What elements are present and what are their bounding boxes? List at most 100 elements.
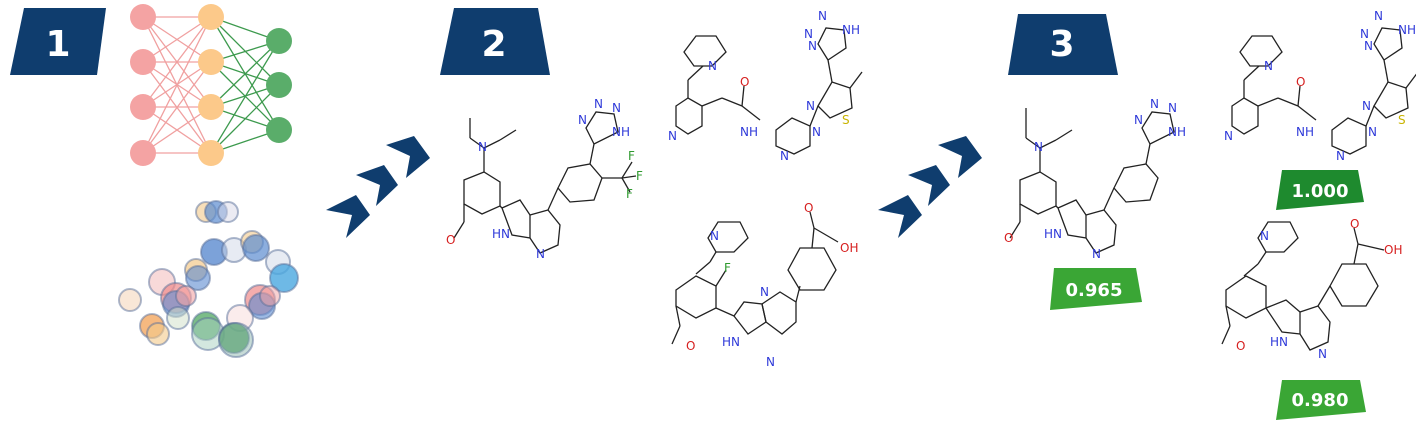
nn-output-node: [266, 28, 292, 54]
atom-label-nh: NH: [612, 125, 630, 139]
atom-label-n: N: [1336, 149, 1345, 163]
latent-space-scatter-icon: [118, 200, 299, 358]
molecule-pyrrolopyridine-acid: N O HN N O OH: [1221, 217, 1402, 361]
nn-hidden-node: [198, 94, 224, 120]
score-badge-0965: 0.965: [1050, 268, 1142, 310]
atom-label-nh: NH: [740, 125, 758, 139]
atom-label-nh: NH: [1168, 125, 1186, 139]
scatter-point: [217, 201, 239, 223]
atom-label-o: O: [1296, 75, 1305, 89]
score-value: 0.980: [1292, 390, 1349, 411]
scatter-point: [166, 306, 190, 330]
step-number-1: 1: [45, 24, 70, 65]
neural-network-icon: [130, 4, 292, 166]
atom-label-hn: HN: [1270, 335, 1288, 349]
atom-label-f: F: [724, 261, 731, 275]
nn-edge: [210, 40, 280, 154]
step-badge-2: 2: [440, 8, 550, 75]
nn-edge: [210, 40, 280, 108]
atom-label-n: N: [1168, 101, 1177, 115]
atom-label-nh: NH: [842, 23, 860, 37]
process-arrow-2: [878, 136, 982, 238]
atom-label-n: N: [766, 355, 775, 369]
nn-input-node: [130, 4, 156, 30]
atom-label-hn: HN: [722, 335, 740, 349]
atom-label-n: N: [1368, 125, 1377, 139]
atom-label-n: N: [806, 99, 815, 113]
molecule-thiazole-tetrazole-copy: N N O NH N N N S N N N NH: [1224, 9, 1416, 163]
step-badge-1: 1: [10, 8, 106, 75]
nn-hidden-node: [198, 49, 224, 75]
atom-label-n: N: [804, 27, 813, 41]
scatter-point: [269, 263, 299, 293]
nn-hidden-node: [198, 4, 224, 30]
atom-label-n: N: [1224, 129, 1233, 143]
atom-label-n: N: [1134, 113, 1143, 127]
atom-label-n: N: [1374, 9, 1383, 23]
atom-label-n: N: [1260, 229, 1269, 243]
scatter-point: [242, 234, 270, 262]
atom-label-n: N: [594, 97, 603, 111]
atom-label-n: N: [1364, 39, 1373, 53]
atom-label-n: N: [708, 59, 717, 73]
atom-label-s: S: [1398, 113, 1406, 127]
nn-input-node: [130, 140, 156, 166]
score-badge-0980: 0.980: [1276, 380, 1366, 420]
atom-label-n: N: [780, 149, 789, 163]
scatter-point: [185, 265, 211, 291]
nn-edge: [142, 16, 212, 154]
step-badge-3: 3: [1008, 14, 1118, 75]
molecule-thiazole-tetrazole: N N O NH N N N S N N N NH: [668, 9, 863, 163]
nn-output-node: [266, 72, 292, 98]
atom-label-n: N: [1360, 27, 1369, 41]
atom-label-n: N: [1034, 140, 1043, 154]
atom-label-o: O: [1236, 339, 1245, 353]
atom-label-n: N: [1318, 347, 1327, 361]
nn-edge: [142, 16, 212, 108]
atom-label-n: N: [578, 113, 587, 127]
atom-label-n: N: [1264, 59, 1273, 73]
molecule-imidazopyridine-acid: N F O HN N N O OH: [671, 201, 858, 369]
nn-edge: [210, 84, 280, 154]
atom-label-o: O: [740, 75, 749, 89]
atom-label-n: N: [668, 129, 677, 143]
atom-label-hn: HN: [1044, 227, 1062, 241]
nn-edge: [142, 106, 212, 154]
scatter-point: [118, 288, 142, 312]
nn-input-node: [130, 94, 156, 120]
atom-label-n: N: [1362, 99, 1371, 113]
atom-label-f: F: [626, 187, 633, 201]
scatter-point: [218, 322, 254, 358]
atom-label-n: N: [1150, 97, 1159, 111]
atom-label-n: N: [1092, 247, 1101, 261]
atom-label-n: N: [536, 247, 545, 261]
atom-label-n: N: [818, 9, 827, 23]
step-number-2: 2: [481, 24, 506, 65]
nn-input-node: [130, 49, 156, 75]
molecule-phenyl-tetrazole: N O HN N N N N NH: [1004, 97, 1186, 261]
molecule-cf3-tetrazole: N O HN N N N N NH F F F: [446, 97, 643, 261]
score-badge-1000: 1.000: [1276, 170, 1364, 210]
atom-label-n: N: [808, 39, 817, 53]
atom-label-o: O: [1350, 217, 1359, 231]
atom-label-o: O: [804, 201, 813, 215]
nn-edge: [142, 16, 212, 63]
scatter-point: [259, 285, 281, 307]
nn-edge: [142, 61, 212, 154]
atom-label-o: O: [686, 339, 695, 353]
atom-label-o: O: [446, 233, 455, 247]
atom-label-n: N: [478, 140, 487, 154]
atom-label-o: O: [1004, 231, 1013, 245]
nn-output-node: [266, 117, 292, 143]
scatter-point: [146, 322, 170, 346]
atom-label-f: F: [636, 169, 643, 183]
atom-label-n: N: [812, 125, 821, 139]
atom-label-hn: HN: [492, 227, 510, 241]
scatter-point: [175, 285, 197, 307]
score-value: 0.965: [1066, 280, 1123, 301]
atom-label-n: N: [760, 285, 769, 299]
atom-label-s: S: [842, 113, 850, 127]
atom-label-f: F: [628, 149, 635, 163]
atom-label-nh: NH: [1296, 125, 1314, 139]
atom-label-n: N: [710, 229, 719, 243]
